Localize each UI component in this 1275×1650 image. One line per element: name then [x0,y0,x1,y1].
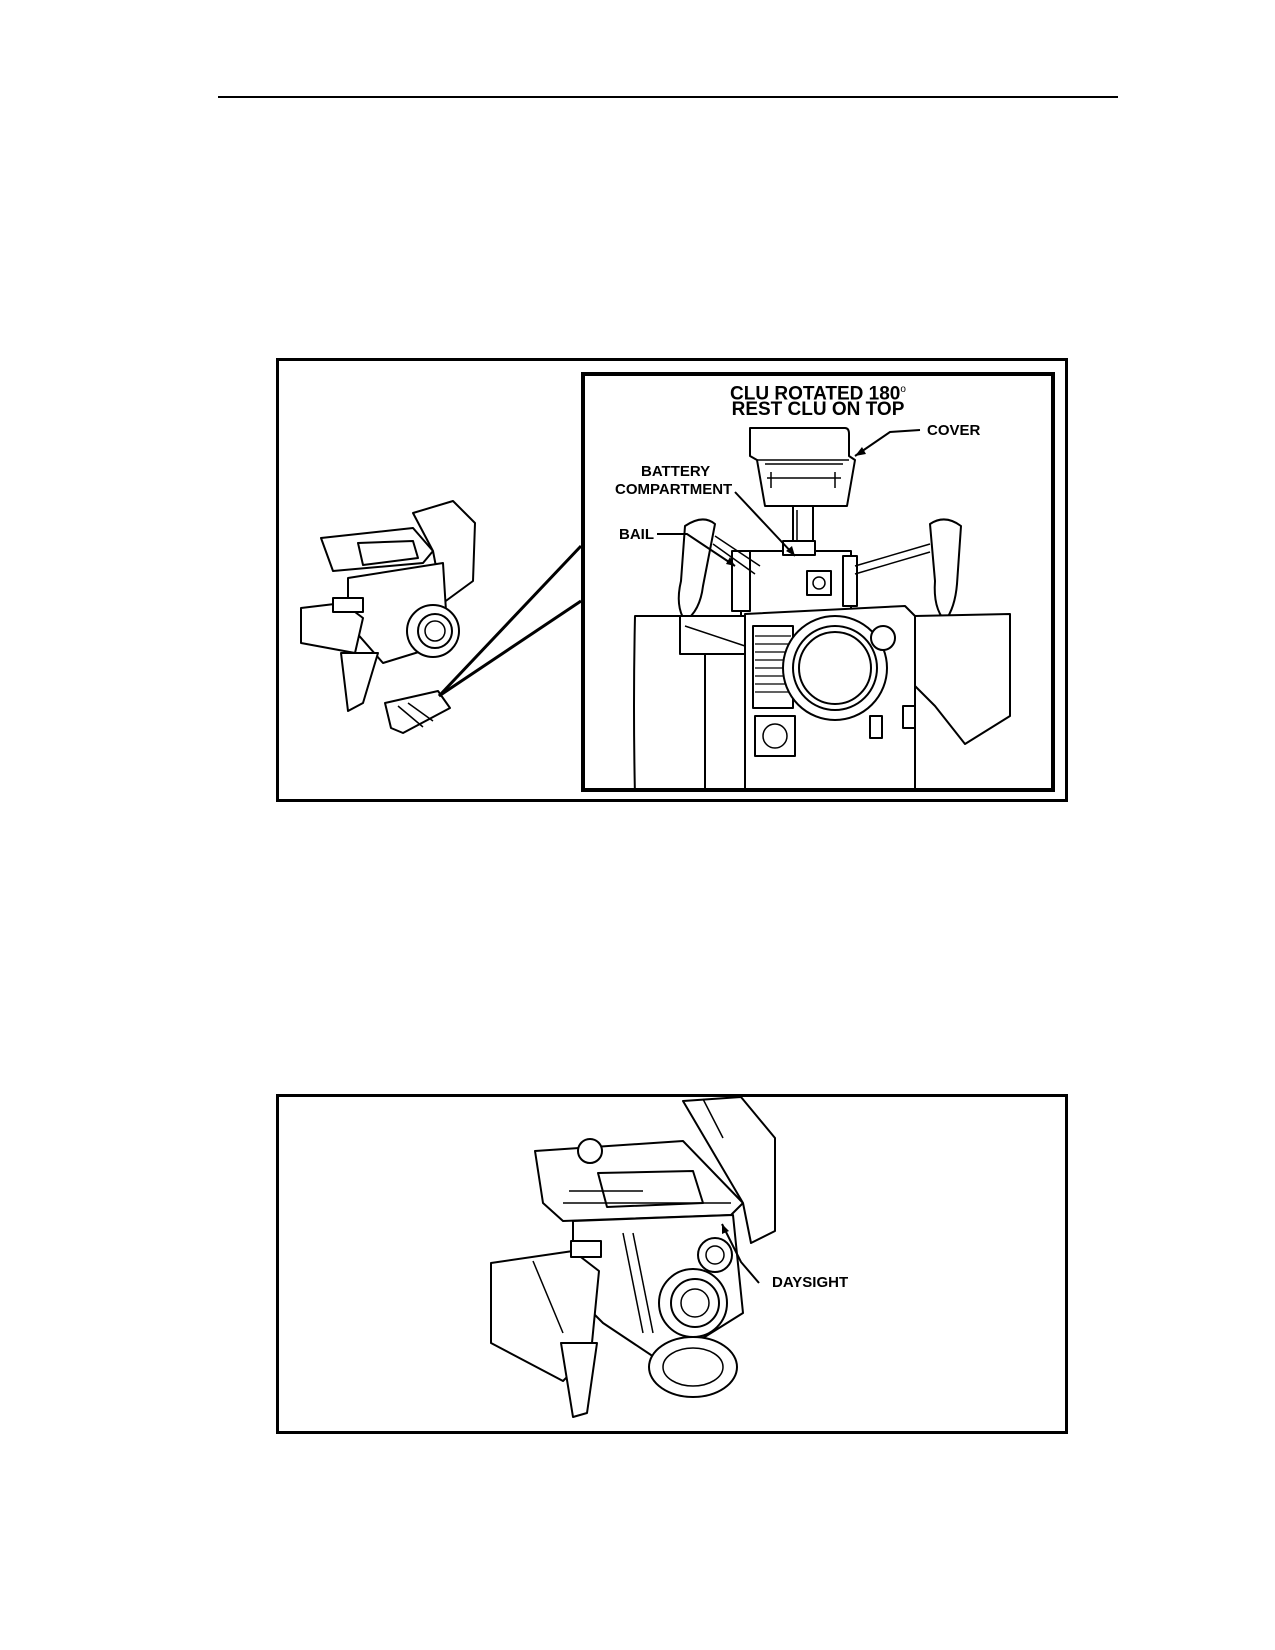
cover-callout: COVER [927,422,981,439]
figure-daysight: DAYSIGHT [276,1094,1068,1434]
figure-clu-battery-compartment: CLU ROTATED 180o REST CLU ON TOP [276,358,1068,802]
clu-battery-illustration [633,427,1011,788]
battery-callout-line1: BATTERY [641,463,711,480]
daysight-device-illustration [490,1096,776,1418]
degree-symbol: o [900,384,906,395]
bail-callout: BAIL [619,526,654,543]
callout-leader-lines [657,429,921,567]
overview-device-illustration [300,500,476,734]
inset-subtitle: REST CLU ON TOP [731,399,905,420]
detail-callout-lines [437,544,583,698]
daysight-leader-line [721,1223,760,1284]
battery-callout-line2: COMPARTMENT [615,481,733,498]
daysight-callout: DAYSIGHT [772,1274,849,1291]
inset-title-line1: CLU ROTATED 180 [730,383,901,405]
detail-inset: CLU ROTATED 180o REST CLU ON TOP [581,372,1055,792]
inset-title: CLU ROTATED 180o [585,380,1051,404]
header-rule [218,96,1118,98]
